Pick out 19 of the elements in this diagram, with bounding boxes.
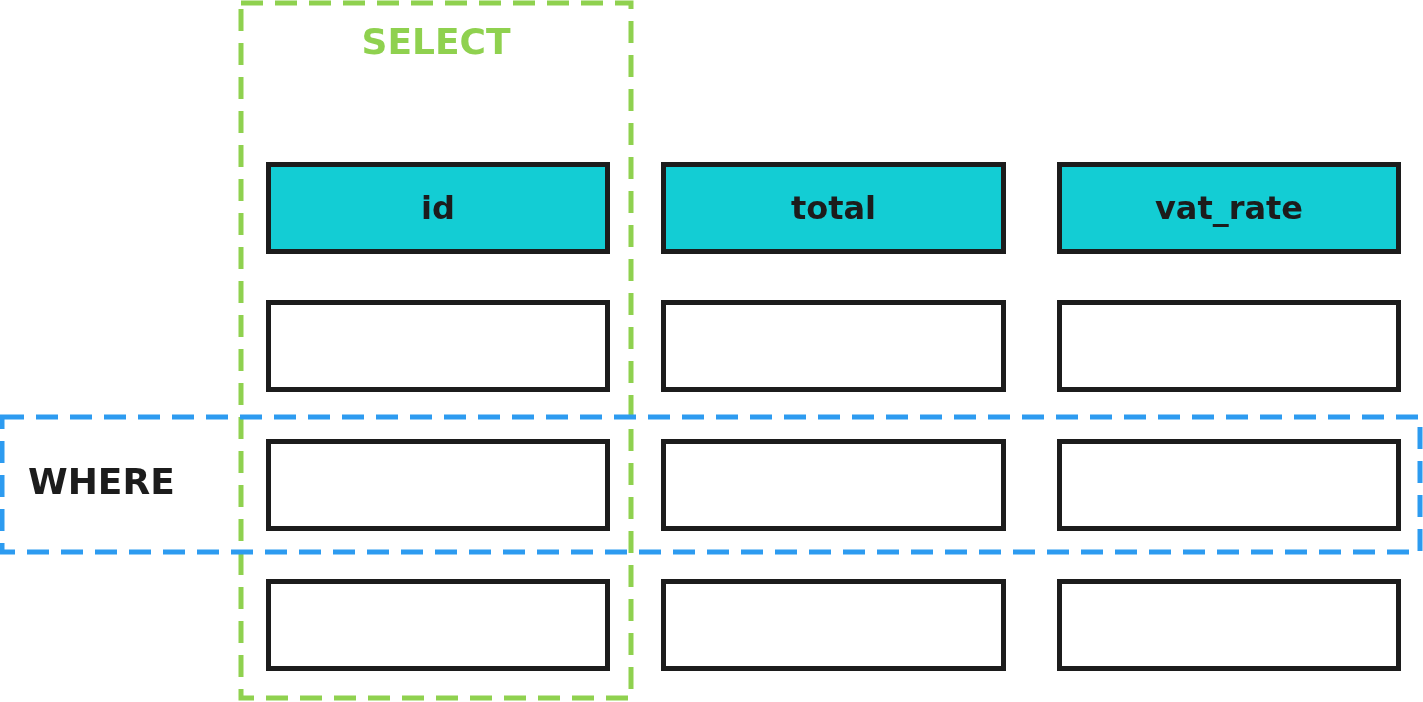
table-cell	[661, 439, 1006, 531]
clause-label: SELECT	[361, 21, 511, 62]
column-name: vat_rate	[1154, 189, 1304, 227]
table-cell	[1057, 439, 1401, 531]
table-cell	[266, 300, 610, 392]
column-header	[1057, 162, 1401, 254]
column-header	[266, 162, 610, 254]
select-frame	[241, 3, 631, 698]
table-cell	[1057, 300, 1401, 392]
table-cell	[1057, 579, 1401, 671]
column-name: total	[790, 189, 877, 227]
clause-label: WHERE	[28, 461, 175, 502]
table-cell	[266, 579, 610, 671]
column-name: id	[421, 189, 455, 227]
table-cell	[661, 579, 1006, 671]
table-cell	[661, 300, 1006, 392]
table-cell	[266, 439, 610, 531]
where-frame	[2, 417, 1420, 552]
column-header	[661, 162, 1006, 254]
